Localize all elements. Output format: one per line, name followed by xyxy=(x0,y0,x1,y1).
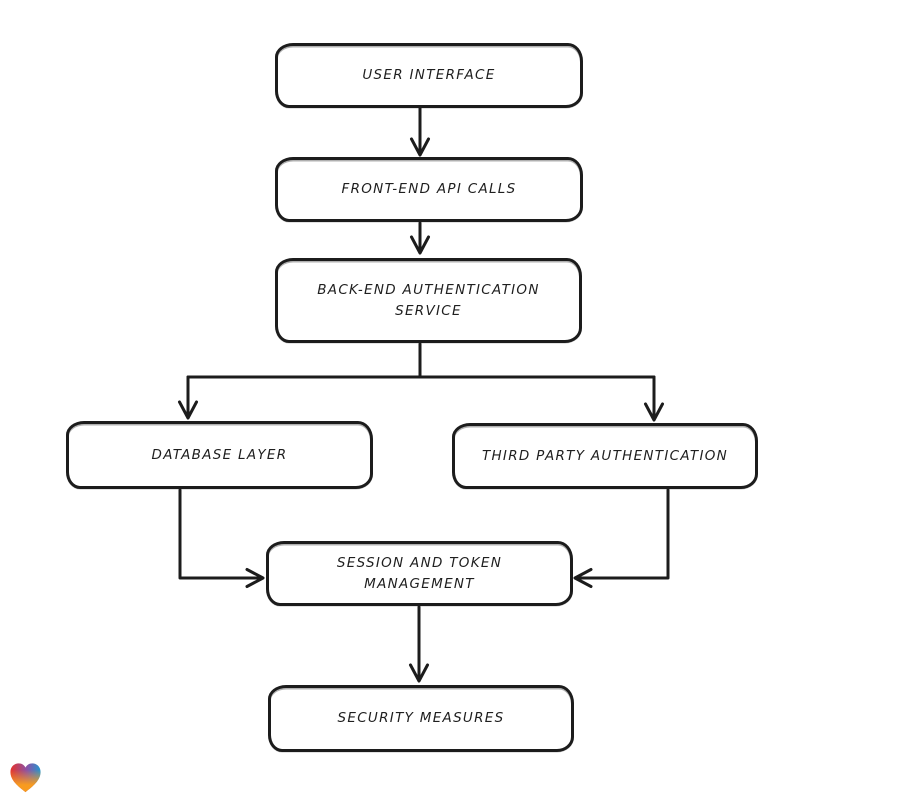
gradient-heart-logo[interactable] xyxy=(8,760,43,796)
node-back-end-authentication-service-label: BACK-END AUTHENTICATION SERVICE xyxy=(317,281,540,319)
arrow-third-party-to-session xyxy=(573,488,670,588)
node-security-measures[interactable]: SECURITY MEASURES xyxy=(268,685,574,752)
node-front-end-api-calls-label: FRONT-END API CALLS xyxy=(341,181,517,197)
arrow-back-end-to-database xyxy=(178,375,198,420)
node-user-interface[interactable]: USER INTERFACE xyxy=(275,43,583,108)
node-database-layer[interactable]: DATABASE LAYER xyxy=(66,421,373,489)
arrow-front-end-to-back-end xyxy=(410,221,430,255)
node-security-measures-label: SECURITY MEASURES xyxy=(337,710,505,726)
node-front-end-api-calls[interactable]: FRONT-END API CALLS xyxy=(275,157,583,222)
arrow-user-interface-to-front-end xyxy=(410,106,430,157)
node-third-party-authentication-label: THIRD PARTY AUTHENTICATION xyxy=(481,447,729,464)
node-back-end-authentication-service[interactable]: BACK-END AUTHENTICATION SERVICE xyxy=(275,258,582,343)
node-user-interface-label: USER INTERFACE xyxy=(362,67,496,83)
arrow-back-end-split xyxy=(186,342,656,379)
node-third-party-authentication[interactable]: THIRD PARTY AUTHENTICATION xyxy=(452,423,758,489)
node-database-layer-label: DATABASE LAYER xyxy=(151,446,288,463)
node-session-and-token-management-label: SESSION AND TOKEN MANAGEMENT xyxy=(336,554,503,592)
arrow-database-to-session xyxy=(178,488,265,588)
arrow-session-to-security xyxy=(409,605,429,683)
arrow-back-end-to-third-party xyxy=(644,375,664,422)
node-session-and-token-management[interactable]: SESSION AND TOKEN MANAGEMENT xyxy=(266,541,573,606)
